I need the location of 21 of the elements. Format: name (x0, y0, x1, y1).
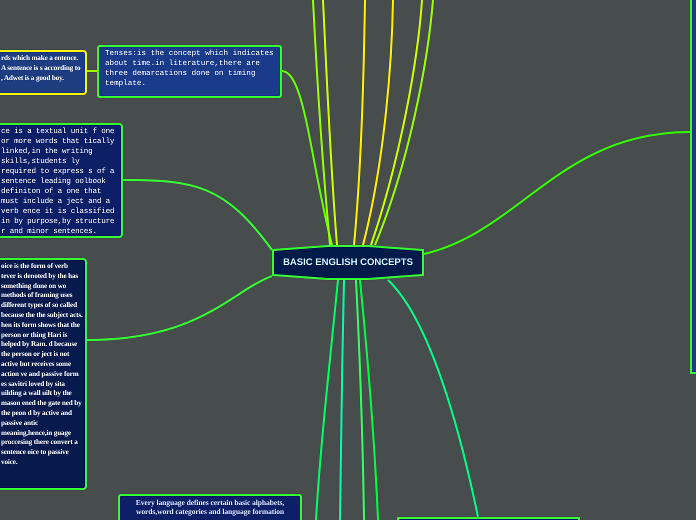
topic-title: BASIC ENGLISH CONCEPTS (282, 256, 414, 270)
branch-line (362, 0, 394, 246)
branch-line (355, 280, 365, 520)
topic-card (118, 494, 302, 520)
topic-card (0, 50, 87, 95)
branch-line (315, 280, 339, 520)
branch-line (87, 70, 97, 72)
branch-line (123, 179, 273, 251)
branch-line (424, 131, 690, 255)
branch-line (86, 275, 272, 341)
topic-card (97, 45, 282, 98)
central-topic (272, 245, 424, 280)
branch-line (353, 0, 366, 246)
branch-line (312, 0, 331, 246)
branch-line (387, 279, 479, 518)
branch-line (370, 0, 423, 246)
branch-line (374, 0, 434, 246)
branch-line (359, 280, 379, 520)
branch-line (339, 280, 345, 520)
branch-line (282, 70, 333, 246)
branch-line (322, 0, 338, 246)
